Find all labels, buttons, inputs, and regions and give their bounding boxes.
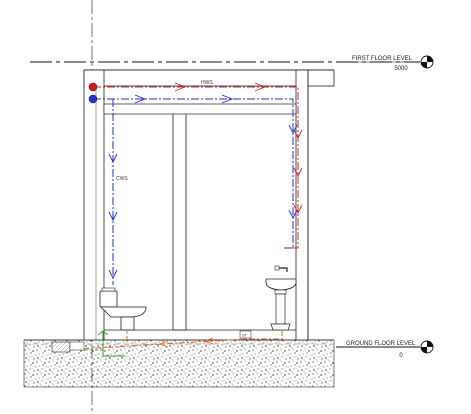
hws-arrow-icon xyxy=(293,129,303,140)
hws-arrow-icon xyxy=(174,82,187,92)
drain-pipe: ST xyxy=(79,330,283,350)
ground-floor-level-value: 0 xyxy=(399,353,403,359)
cws-label: CWS xyxy=(116,176,128,182)
cws-arrow-icon xyxy=(288,124,298,135)
beam xyxy=(103,103,297,115)
hws-riser-icon xyxy=(88,82,98,92)
ground-floor-level-label: GROUND FLOOR LEVEL xyxy=(346,341,416,347)
level-marker-icon xyxy=(420,340,434,354)
hot-water-pipe: HWS xyxy=(88,80,303,249)
first-floor-level-tag: FIRST FLOOR LEVEL 5000 xyxy=(352,55,434,72)
cws-arrow-icon xyxy=(108,269,118,280)
vent-pipe xyxy=(80,330,125,357)
cws-arrow-icon xyxy=(221,94,234,104)
cws-arrow-icon xyxy=(108,211,118,222)
cws-riser-icon xyxy=(88,94,98,104)
drain-arrow-icon xyxy=(203,337,214,345)
hws-arrow-icon xyxy=(293,167,303,178)
level-marker-icon xyxy=(420,55,434,69)
hws-arrow-icon xyxy=(254,82,267,92)
hws-label: HWS xyxy=(201,80,213,86)
basin-icon xyxy=(265,265,297,331)
inspection-chamber xyxy=(51,341,71,353)
cold-water-pipe: CWS xyxy=(88,94,298,285)
first-floor-level-value: 5000 xyxy=(394,66,408,72)
left-wall xyxy=(83,69,105,341)
cws-arrow-icon xyxy=(288,209,298,220)
trap-label: ST xyxy=(242,333,248,338)
trap-box xyxy=(239,330,252,339)
inspection-chamber-2 xyxy=(69,341,85,351)
toilet-icon xyxy=(99,287,147,331)
ground-floor-level-tag: GROUND FLOOR LEVEL 0 xyxy=(346,340,434,359)
centre-column xyxy=(172,111,187,331)
cws-arrow-icon xyxy=(108,153,118,164)
drain-arrow-icon xyxy=(158,340,169,348)
first-floor-level-label: FIRST FLOOR LEVEL xyxy=(352,56,413,62)
hws-arrow-icon xyxy=(293,204,303,215)
cws-arrow-icon xyxy=(134,94,147,104)
